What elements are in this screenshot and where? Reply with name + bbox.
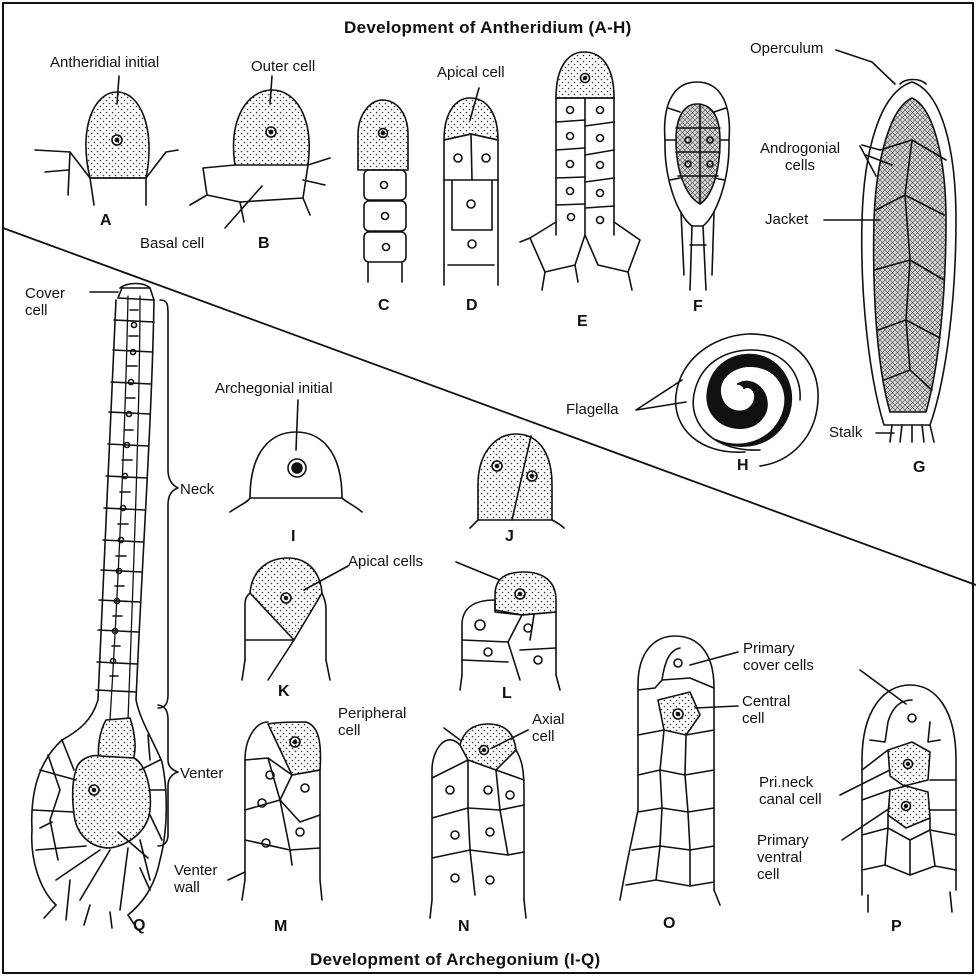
label-antheridial-initial: Antheridial initial (50, 54, 159, 71)
label-cover-cell: Cover cell (25, 285, 65, 319)
figure-letter-e: E (577, 313, 588, 331)
label-androgonial-cells: Androgonial cells (760, 140, 840, 174)
figure-letter-k: K (278, 683, 290, 701)
label-flagella: Flagella (566, 401, 619, 418)
label-archegonial-initial: Archegonial initial (215, 380, 333, 397)
label-apical-cells: Apical cells (348, 553, 423, 570)
figure-letter-q: Q (133, 917, 145, 935)
figure-g (862, 80, 956, 443)
figure-i (230, 400, 362, 512)
figure-p (840, 670, 956, 912)
label-peripheral-cell: Peripheral cell (338, 705, 406, 739)
figure-letter-a: A (100, 212, 112, 230)
label-primary-cover-cells: Primary cover cells (743, 640, 814, 674)
figure-d (444, 88, 498, 285)
figure-letter-l: L (502, 685, 512, 703)
figure-n (430, 724, 526, 918)
figure-letter-p: P (891, 918, 902, 936)
label-primary-ventral-cell: Primary ventral cell (757, 832, 809, 883)
label-venter-wall: Venter wall (174, 862, 217, 896)
figure-letter-j: J (505, 528, 514, 546)
archegonium-title: Development of Archegonium (I-Q) (310, 950, 600, 970)
figure-letter-d: D (466, 297, 478, 315)
label-pri-neck-canal-cell: Pri.neck canal cell (759, 774, 822, 808)
figure-f (665, 82, 730, 290)
label-neck: Neck (180, 481, 214, 498)
figure-letter-n: N (458, 918, 470, 936)
antheridium-title: Development of Antheridium (A-H) (344, 18, 632, 38)
figure-letter-c: C (378, 297, 390, 315)
label-apical-cell: Apical cell (437, 64, 505, 81)
figure-c (358, 100, 408, 282)
operculum-leader (836, 50, 895, 84)
label-jacket: Jacket (765, 211, 808, 228)
figure-o (620, 636, 738, 905)
figure-letter-m: M (274, 918, 287, 936)
figure-letter-i: I (291, 528, 295, 546)
figure-letter-h: H (737, 457, 749, 475)
label-stalk: Stalk (829, 424, 862, 441)
figure-m (228, 722, 322, 900)
figure-e (520, 52, 640, 290)
figure-letter-f: F (693, 298, 703, 316)
figure-q (32, 284, 178, 931)
figure-letter-b: B (258, 235, 270, 253)
label-central-cell: Central cell (742, 693, 790, 727)
label-operculum: Operculum (750, 40, 823, 57)
figure-letter-g: G (913, 459, 925, 477)
label-axial-cell: Axial cell (532, 711, 565, 745)
section-divider (3, 228, 976, 585)
figure-j (470, 434, 564, 528)
peripheral-leader (444, 728, 460, 740)
label-venter: Venter (180, 765, 223, 782)
figure-l (456, 562, 560, 690)
label-basal-cell: Basal cell (140, 235, 204, 252)
label-outer-cell: Outer cell (251, 58, 315, 75)
figure-k (242, 558, 348, 680)
figure-a (35, 76, 178, 205)
figure-letter-o: O (663, 915, 675, 933)
figure-h (676, 334, 818, 466)
figure-b (190, 76, 330, 228)
